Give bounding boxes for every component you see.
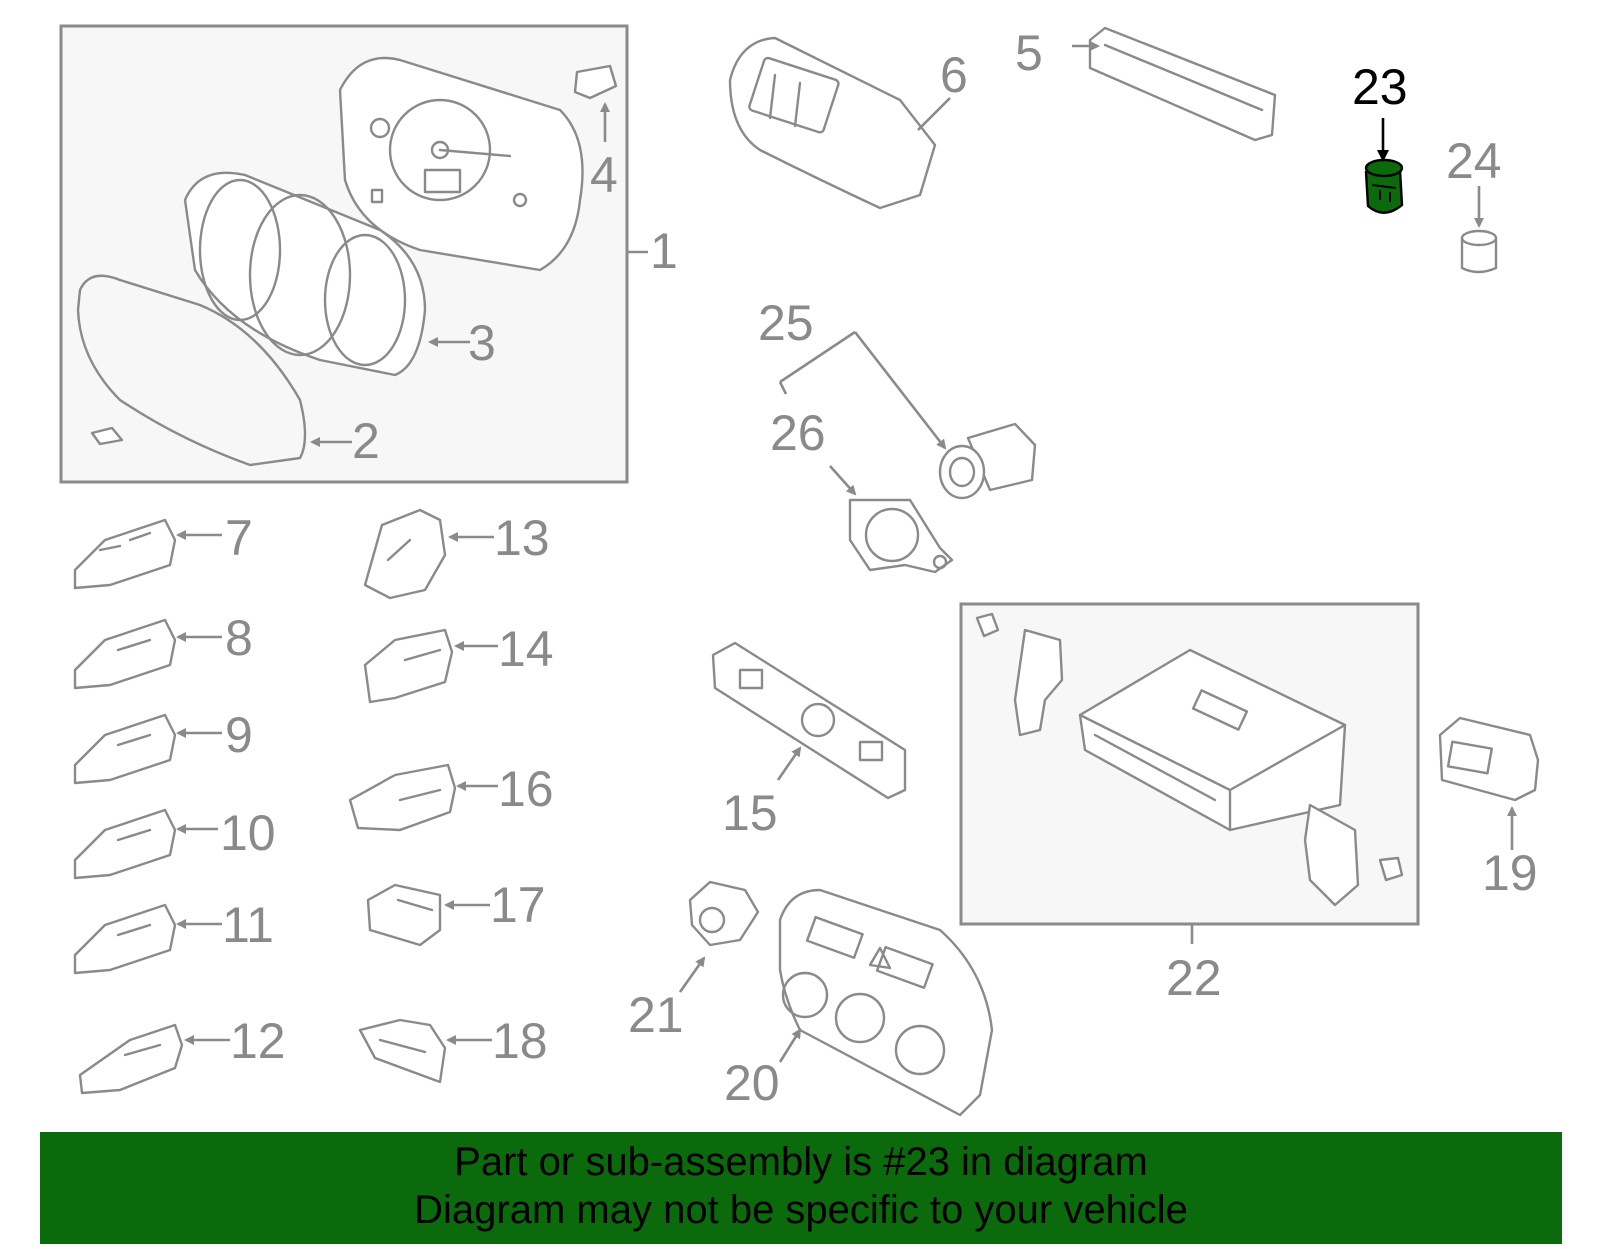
part-23-highlighted[interactable] [1364,158,1404,214]
callout-16[interactable]: 16 [498,761,554,817]
callout-4[interactable]: 4 [590,147,618,203]
callout-2[interactable]: 2 [352,413,380,469]
cluster-gauge-face [338,56,584,272]
callout-9[interactable]: 9 [225,707,253,763]
switch-13 [363,508,447,600]
callout-23[interactable]: 23 [1352,59,1408,115]
switch-16 [348,763,457,832]
callout-17[interactable]: 17 [490,877,546,933]
callout-19[interactable]: 19 [1482,845,1538,901]
callout-10[interactable]: 10 [220,805,276,861]
callout-15[interactable]: 15 [722,785,778,841]
part-3-cluster-lens [183,171,427,377]
part-22-audio-unit [975,612,1404,907]
part-6-center-bezel [728,36,937,210]
callout-20[interactable]: 20 [724,1055,780,1111]
switch-9 [73,713,177,785]
callout-3[interactable]: 3 [468,315,496,371]
switch-17 [366,883,442,947]
callout-6[interactable]: 6 [940,47,968,103]
part-24 [1460,229,1498,274]
callout-8[interactable]: 8 [225,610,253,666]
callout-24[interactable]: 24 [1446,133,1502,189]
switch-8 [73,618,177,690]
callout-26[interactable]: 26 [770,405,826,461]
callout-1[interactable]: 1 [650,223,678,279]
part-21 [688,880,760,947]
callout-7[interactable]: 7 [225,510,253,566]
callout-25[interactable]: 25 [758,295,814,351]
part-19 [1438,716,1540,802]
callout-12[interactable]: 12 [230,1013,286,1069]
part-20-climate-control [778,888,994,1117]
callout-5[interactable]: 5 [1015,25,1043,81]
switch-7 [73,518,177,590]
part-15-switch-panel [711,641,907,800]
footer-line-1: Part or sub-assembly is #23 in diagram [454,1140,1148,1184]
switch-14 [363,628,454,704]
callout-11[interactable]: 11 [222,897,274,953]
switch-18 [358,1018,447,1084]
callout-13[interactable]: 13 [494,510,550,566]
switch-11 [73,903,177,975]
callout-22[interactable]: 22 [1166,950,1222,1006]
callout-14[interactable]: 14 [498,621,554,677]
callout-18[interactable]: 18 [492,1013,548,1069]
footer-caption: Part or sub-assembly is #23 in diagram D… [40,1132,1562,1244]
part-26-outlet-socket [848,498,954,574]
part-5-display-unit [1088,26,1277,142]
callout-21[interactable]: 21 [628,987,684,1043]
part-25-power-outlet [938,422,1037,500]
part-2-cluster-housing [76,274,307,467]
footer-banner [40,1132,1562,1244]
switch-10 [73,808,177,880]
switch-12 [78,1023,184,1095]
footer-line-2: Diagram may not be specific to your vehi… [414,1188,1188,1232]
part-4-screw [573,64,618,100]
